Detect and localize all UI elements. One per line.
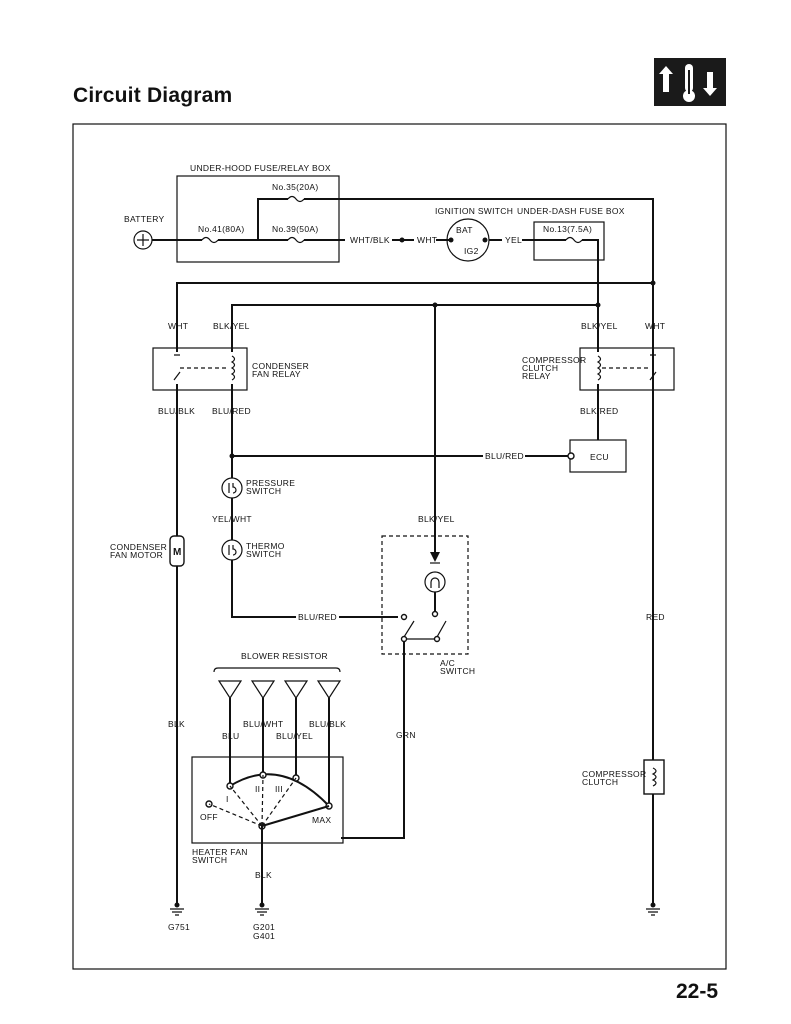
- ac-switch-label-1: A/C: [440, 658, 455, 668]
- ecu-label: ECU: [590, 452, 609, 462]
- comp-clutch-label-1: COMPRESSOR: [582, 769, 646, 779]
- fuse-41: [201, 236, 219, 244]
- wire-yel-wht: YEL/WHT: [212, 514, 252, 524]
- ac-switch-label-2: SWITCH: [440, 666, 475, 676]
- ground-g751: [170, 902, 184, 916]
- fuse-39-label: No.39(50A): [272, 224, 318, 234]
- wire-blk-yel-center: BLK/YEL: [418, 514, 455, 524]
- ground-clutch: [646, 902, 660, 916]
- diagram-frame: [72, 123, 727, 970]
- pos-ii-label: II: [255, 784, 260, 794]
- wire-blu-wht: BLU/WHT: [243, 719, 283, 729]
- wire-wht-left: WHT: [168, 321, 188, 331]
- ground-g201: [255, 902, 269, 916]
- under-dash-fuse-box: [533, 221, 605, 261]
- ac-switch-box: [381, 535, 469, 655]
- thermo-label-1: THERMO: [246, 541, 285, 551]
- condenser-fan-motor: [169, 535, 185, 567]
- fuse-13: [565, 236, 583, 244]
- battery-label: BATTERY: [124, 214, 165, 224]
- wire-blk-yel-left: BLK/YEL: [213, 321, 250, 331]
- fuse-35: [287, 195, 305, 203]
- motor-m-label: M: [173, 547, 182, 558]
- fuse-41-label: No.41(80A): [198, 224, 244, 234]
- thermo-switch: [221, 539, 243, 561]
- heater-thermometer-icon: [654, 58, 726, 106]
- under-dash-fuse-label: UNDER-DASH FUSE BOX: [517, 206, 625, 216]
- comp-relay-label-2: CLUTCH: [522, 363, 558, 373]
- wire-wht-blk: WHT/BLK: [350, 235, 390, 245]
- comp-relay-label-1: COMPRESSOR: [522, 355, 586, 365]
- ign-bat-label: BAT: [456, 225, 473, 235]
- pressure-label-2: SWITCH: [246, 486, 281, 496]
- fuse-13-label: No.13(7.5A): [543, 224, 592, 234]
- condenser-fan-relay: [152, 347, 248, 391]
- under-hood-fuse-box: [176, 175, 340, 263]
- wire-blu-red-thermo: BLU/RED: [298, 612, 337, 622]
- cond-motor-label-2: FAN MOTOR: [110, 550, 163, 560]
- ground-g401-label: G401: [253, 931, 275, 941]
- blower-resistor-label: BLOWER RESISTOR: [241, 651, 328, 661]
- resistor-4: [316, 680, 342, 700]
- pos-i-label: I: [226, 794, 229, 804]
- page-title: Circuit Diagram: [73, 84, 233, 107]
- off-label: OFF: [200, 812, 218, 822]
- wire-blk-switch: BLK: [255, 870, 272, 880]
- heater-fan-label-1: HEATER FAN: [192, 847, 248, 857]
- fuse-39: [287, 236, 305, 244]
- wire-blk-left: BLK: [168, 719, 185, 729]
- wire-red: RED: [646, 612, 665, 622]
- comp-relay-label-3: RELAY: [522, 371, 551, 381]
- ignition-switch-label: IGNITION SWITCH: [435, 206, 513, 216]
- resistor-2: [250, 680, 276, 700]
- wire-wht-right: WHT: [645, 321, 665, 331]
- comp-clutch-label-2: CLUTCH: [582, 777, 618, 787]
- compressor-clutch-relay: [579, 347, 675, 391]
- thermo-label-2: SWITCH: [246, 549, 281, 559]
- fuse-box-label: UNDER-HOOD FUSE/RELAY BOX: [190, 163, 331, 173]
- wire-grn: GRN: [396, 730, 416, 740]
- wire-blu-red-ecu: BLU/RED: [485, 451, 524, 461]
- pressure-label-1: PRESSURE: [246, 478, 295, 488]
- wire-blu-blk-res: BLU/BLK: [309, 719, 346, 729]
- cond-motor-label-1: CONDENSER: [110, 542, 167, 552]
- page-number: 22-5: [676, 980, 719, 1003]
- wire-yel: YEL: [505, 235, 522, 245]
- wire-blu: BLU: [222, 731, 239, 741]
- resistor-1: [217, 680, 243, 700]
- heater-fan-switch: [191, 756, 344, 844]
- resistor-3: [283, 680, 309, 700]
- ac-indicator-lamp: [424, 571, 446, 593]
- heater-fan-label-2: SWITCH: [192, 855, 227, 865]
- wire-blk-yel-right: BLK/YEL: [581, 321, 618, 331]
- max-label: MAX: [312, 815, 331, 825]
- fuse-35-label: No.35(20A): [272, 182, 318, 192]
- ground-g751-label: G751: [168, 922, 190, 932]
- compressor-clutch: [643, 759, 665, 795]
- wire-blu-yel: BLU/YEL: [276, 731, 313, 741]
- ac-indicator-diode: [430, 552, 440, 562]
- ign-ig2-label: IG2: [464, 246, 479, 256]
- cond-relay-label-1: CONDENSER: [252, 361, 309, 371]
- cond-relay-label-2: FAN RELAY: [252, 369, 301, 379]
- pos-iii-label: III: [275, 784, 283, 794]
- wire-wht: WHT: [417, 235, 437, 245]
- wire-blk-red: BLK/RED: [580, 406, 618, 416]
- pressure-switch: [221, 477, 243, 499]
- ground-g201-label: G201: [253, 922, 275, 932]
